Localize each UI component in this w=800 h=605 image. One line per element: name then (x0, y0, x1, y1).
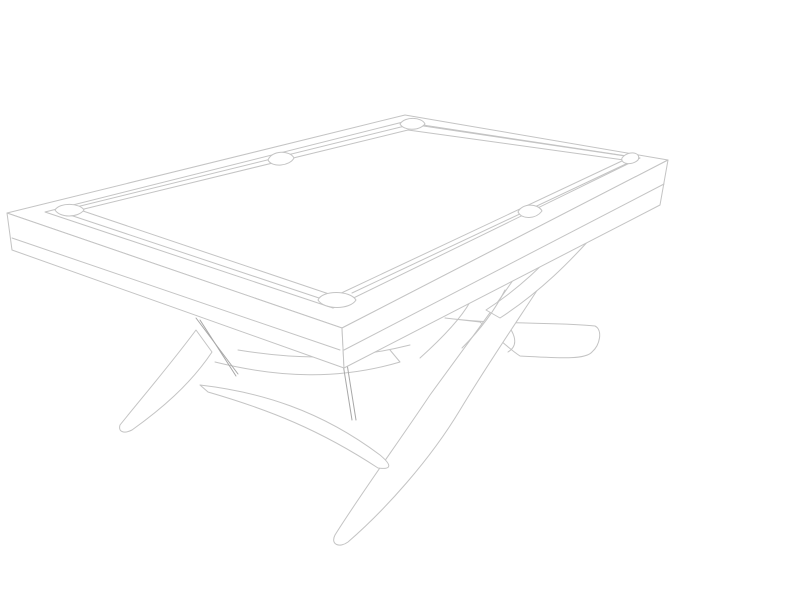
leg-back-left (119, 329, 213, 433)
pocket-side-back (267, 151, 295, 166)
center-brace (419, 301, 471, 359)
rail-groove-side (351, 162, 629, 294)
stretcher (199, 384, 390, 469)
pocket-corner-front (317, 292, 357, 308)
skirt-front-right-inner (343, 183, 665, 351)
tabletop (6, 114, 669, 369)
pocket-corner-left (54, 203, 85, 217)
rail-groove-front (69, 214, 326, 301)
skirt-front-left-inner (11, 237, 341, 351)
rail-groove-back (59, 125, 406, 212)
table-base (119, 221, 601, 546)
pocket-corner-right (621, 152, 640, 165)
leg-back-right (444, 317, 601, 359)
rail-groove-right (409, 123, 633, 158)
stretcher-top (214, 349, 401, 376)
pocket-side-front (517, 204, 543, 218)
pocket-corner-back (399, 117, 426, 130)
center-brace-2 (461, 289, 506, 349)
skirt-front-right (341, 159, 669, 369)
rod-left-2 (199, 319, 237, 377)
leg-front-main (333, 254, 561, 546)
